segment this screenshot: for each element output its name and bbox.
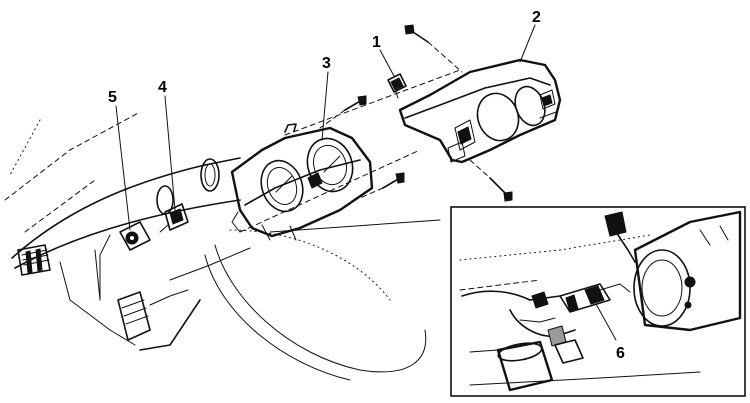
- leader-line-2: [519, 24, 536, 63]
- hood-screw-upper: [404, 24, 463, 73]
- callout-3: 3: [322, 55, 331, 72]
- leader-line-1: [379, 49, 395, 77]
- lower-vent: [117, 291, 151, 341]
- callout-5: 5: [108, 89, 117, 106]
- steering-wheel: [204, 229, 427, 381]
- instrument-cluster-3: [230, 123, 374, 241]
- leader-line-3: [321, 71, 329, 141]
- left-air-vent: [17, 244, 51, 276]
- callout-6: 6: [616, 345, 625, 362]
- leader-line-4: [164, 95, 176, 211]
- switch-4: [159, 203, 189, 233]
- leader-line-6: [595, 303, 617, 341]
- cluster-hood-2: [398, 58, 562, 164]
- callout-4: 4: [158, 79, 167, 96]
- leader-line-5: [115, 105, 131, 231]
- clip-1: [387, 73, 407, 99]
- projection-lines: [239, 69, 461, 233]
- switch-5: [99, 221, 151, 301]
- cluster-screw-lower: [359, 172, 405, 199]
- hood-screw-lower: [469, 159, 513, 202]
- cluster-screw-upper: [319, 95, 367, 129]
- callout-2: 2: [532, 9, 541, 26]
- inset-detail-panel: [450, 206, 746, 397]
- callout-1: 1: [372, 34, 381, 51]
